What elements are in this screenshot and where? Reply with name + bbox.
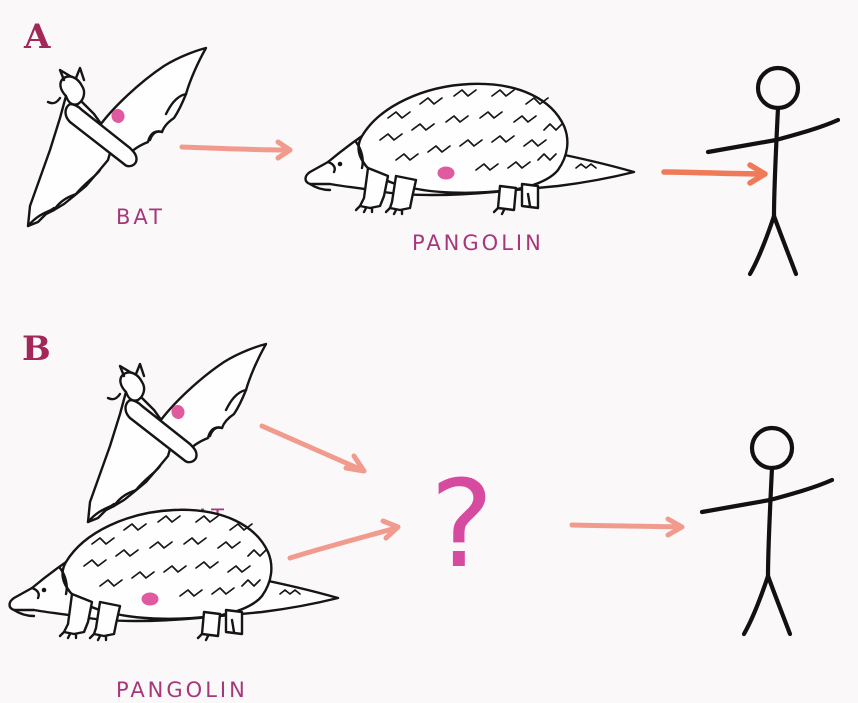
arrow-icon <box>182 142 290 158</box>
pangolin-icon <box>306 84 635 214</box>
arrow-icon <box>290 521 398 558</box>
panel-a-bat-label: BAT <box>116 205 165 229</box>
pangolin-icon <box>10 510 339 640</box>
arrow-icon <box>664 165 765 183</box>
panel-a-pangolin-label: PANGOLIN <box>412 231 544 255</box>
arrow-icon <box>572 519 682 535</box>
panel-b: B BAT PANGOLIN ? <box>10 329 833 702</box>
panel-b-label: B <box>22 329 51 369</box>
panel-a-label: A <box>23 17 51 57</box>
human-stick-figure-icon <box>702 428 832 634</box>
bat-icon <box>28 48 206 226</box>
panel-b-pangolin-label: PANGOLIN <box>116 678 248 702</box>
unknown-host-question-mark: ? <box>430 456 494 595</box>
panel-a: A BAT PANGOLIN <box>23 17 838 274</box>
bat-icon <box>88 344 266 522</box>
arrow-icon <box>262 426 364 471</box>
